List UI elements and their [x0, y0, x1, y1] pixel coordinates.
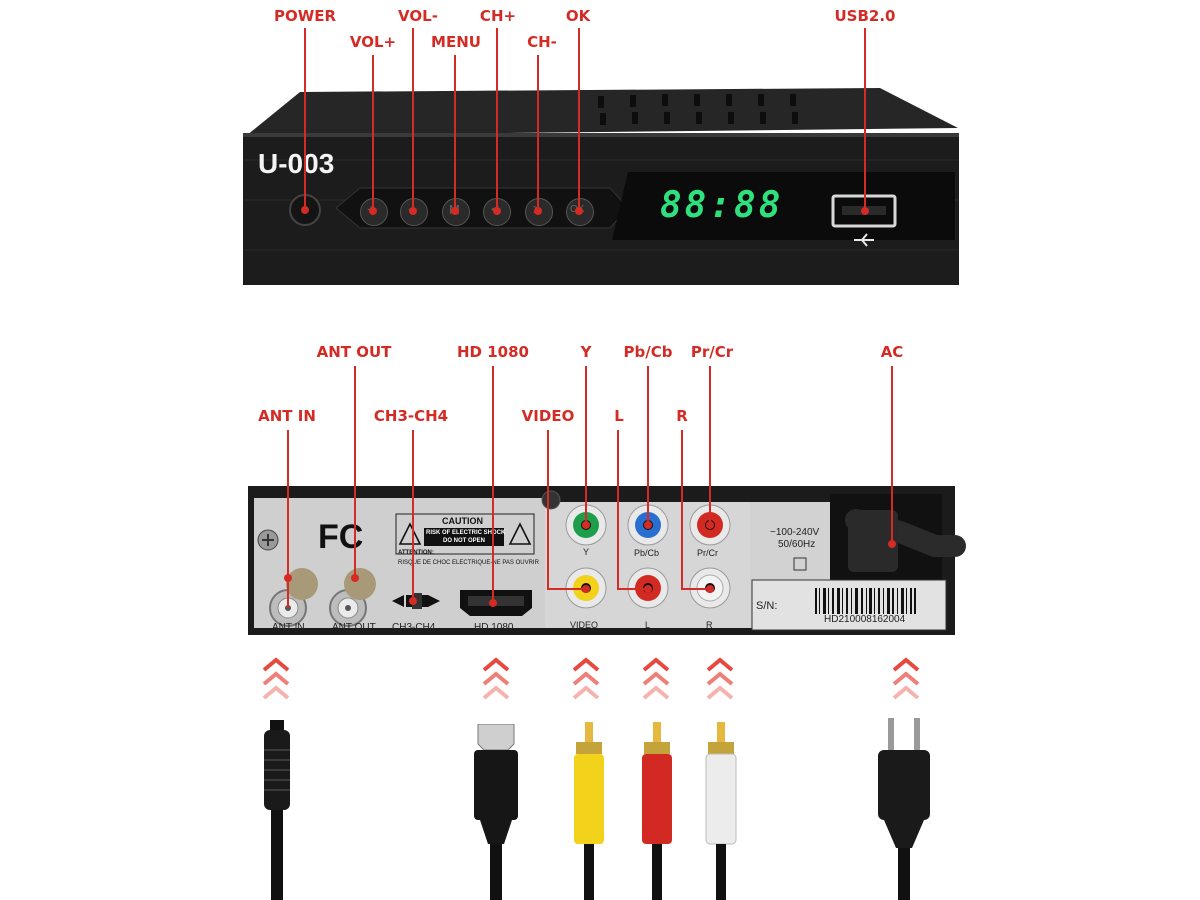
- pbcb-callout-dot: [644, 521, 652, 529]
- power-callout-line: [304, 28, 306, 210]
- vol-plus-label: VOL+: [349, 33, 397, 51]
- power-callout-dot: [301, 206, 309, 214]
- video-callout-line-v: [547, 430, 549, 590]
- ch-minus-button[interactable]: [525, 198, 553, 226]
- ac-label: AC: [880, 343, 904, 361]
- audio-left-arrow-icon: [642, 657, 670, 700]
- vol-minus-callout-dot: [409, 207, 417, 215]
- video-callout-dot: [582, 585, 590, 593]
- white-rca-cable: [705, 722, 737, 900]
- prcr-callout-line: [709, 366, 711, 526]
- hd1080-callout-line: [492, 366, 494, 603]
- ant-in-label: ANT IN: [258, 407, 316, 425]
- fc-logo: FC: [318, 518, 364, 556]
- rear-panel: [248, 486, 966, 635]
- usb-callout-dot: [861, 207, 869, 215]
- r-label: R: [676, 407, 688, 425]
- caution-line1: RISK OF ELECTRIC SHOCK: [426, 530, 506, 536]
- port-r-label: R: [706, 620, 713, 630]
- y-label: Y: [580, 343, 592, 361]
- port-video-label: VIDEO: [570, 620, 599, 630]
- caution-line2: DO NOT OPEN: [443, 538, 486, 544]
- vol-minus-label: VOL-: [398, 7, 438, 25]
- usb-label: USB2.0: [834, 7, 896, 25]
- ant-out-callout-line: [354, 366, 356, 578]
- video-label: VIDEO: [521, 407, 575, 425]
- port-pr-label: Pr/Cr: [697, 548, 718, 558]
- ch3-ch4-callout-dot: [409, 597, 417, 605]
- port-pb-label: Pb/Cb: [634, 548, 660, 558]
- vol-plus-callout-dot: [369, 207, 377, 215]
- l-label: L: [614, 407, 624, 425]
- caution-title: CAUTION: [442, 516, 483, 526]
- pbcb-label: Pb/Cb: [623, 343, 673, 361]
- power-label: POWER: [273, 7, 337, 25]
- port-ant-out-label: ANT OUT: [332, 622, 376, 633]
- r-callout-line-h: [681, 588, 711, 590]
- ch-plus-callout-dot: [493, 207, 501, 215]
- ac-arrow-icon: [892, 657, 920, 700]
- l-callout-line-h: [617, 588, 649, 590]
- prcr-label: Pr/Cr: [690, 343, 734, 361]
- attention-title: ATTENTION:: [398, 550, 434, 556]
- l-callout-line-v: [617, 430, 619, 590]
- usb-callout-line: [864, 28, 866, 211]
- ch-minus-callout-dot: [534, 207, 542, 215]
- port-ant-in-label: ANT IN: [272, 622, 305, 633]
- ac-callout-dot: [888, 540, 896, 548]
- coax-arrow-icon: [262, 657, 290, 700]
- vol-minus-callout-line: [412, 28, 414, 210]
- port-ch-label: CH3-CH4: [392, 622, 436, 633]
- video-arrow-icon: [572, 657, 600, 700]
- r-callout-line-v: [681, 430, 683, 590]
- ant-out-label: ANT OUT: [316, 343, 392, 361]
- power-rating-2: 50/60Hz: [778, 539, 816, 550]
- vol-plus-callout-line: [372, 55, 374, 210]
- menu-button[interactable]: [442, 198, 470, 226]
- ok-label: OK: [565, 7, 591, 25]
- ch3-ch4-label: CH3-CH4: [373, 407, 449, 425]
- l-callout-dot: [644, 585, 652, 593]
- power-rating-1: ~100-240V: [770, 527, 820, 538]
- hd1080-label: HD 1080: [457, 343, 529, 361]
- y-callout-line: [585, 366, 587, 526]
- ant-in-callout-line: [287, 430, 289, 608]
- video-callout-line-h: [547, 588, 587, 590]
- prcr-callout-dot: [706, 521, 714, 529]
- ok-callout-line: [578, 28, 580, 210]
- ch-plus-label: CH+: [479, 7, 517, 25]
- ac-callout-line: [891, 366, 893, 544]
- red-rca-cable: [642, 722, 672, 900]
- menu-callout-line: [454, 55, 456, 210]
- ok-callout-dot: [575, 207, 583, 215]
- menu-label: MENU: [431, 33, 481, 51]
- front-panel: [243, 88, 959, 285]
- sn-label: S/N:: [756, 600, 778, 612]
- y-callout-dot: [582, 521, 590, 529]
- coax-cable: [264, 720, 290, 900]
- model-name: U-003: [258, 148, 335, 179]
- attention-text: RISQUE DE CHOC ELECTRIQUE-NE PAS OUVRIR: [398, 560, 539, 566]
- audio-right-arrow-icon: [706, 657, 734, 700]
- hd1080-callout-dot: [489, 599, 497, 607]
- menu-callout-dot: [451, 207, 459, 215]
- ch-plus-callout-line: [496, 28, 498, 210]
- pbcb-callout-line: [647, 366, 649, 526]
- port-y-label: Y: [583, 547, 590, 557]
- serial-number: HD210008162004: [824, 614, 906, 625]
- yellow-rca-cable: [574, 722, 604, 900]
- ch-minus-label: CH-: [527, 33, 557, 51]
- ant-in-callout-dot: [284, 574, 292, 582]
- hdmi-cable: [474, 724, 518, 900]
- led-display: 88:88: [660, 185, 784, 226]
- port-l-label: L: [645, 620, 651, 630]
- hdmi-arrow-icon: [482, 657, 510, 700]
- port-hd-label: HD 1080: [474, 622, 514, 633]
- r-callout-dot: [706, 585, 714, 593]
- ant-out-callout-dot: [351, 574, 359, 582]
- ac-plug: [878, 718, 930, 900]
- ch-minus-callout-line: [537, 55, 539, 210]
- ch3-ch4-callout-line: [412, 430, 414, 601]
